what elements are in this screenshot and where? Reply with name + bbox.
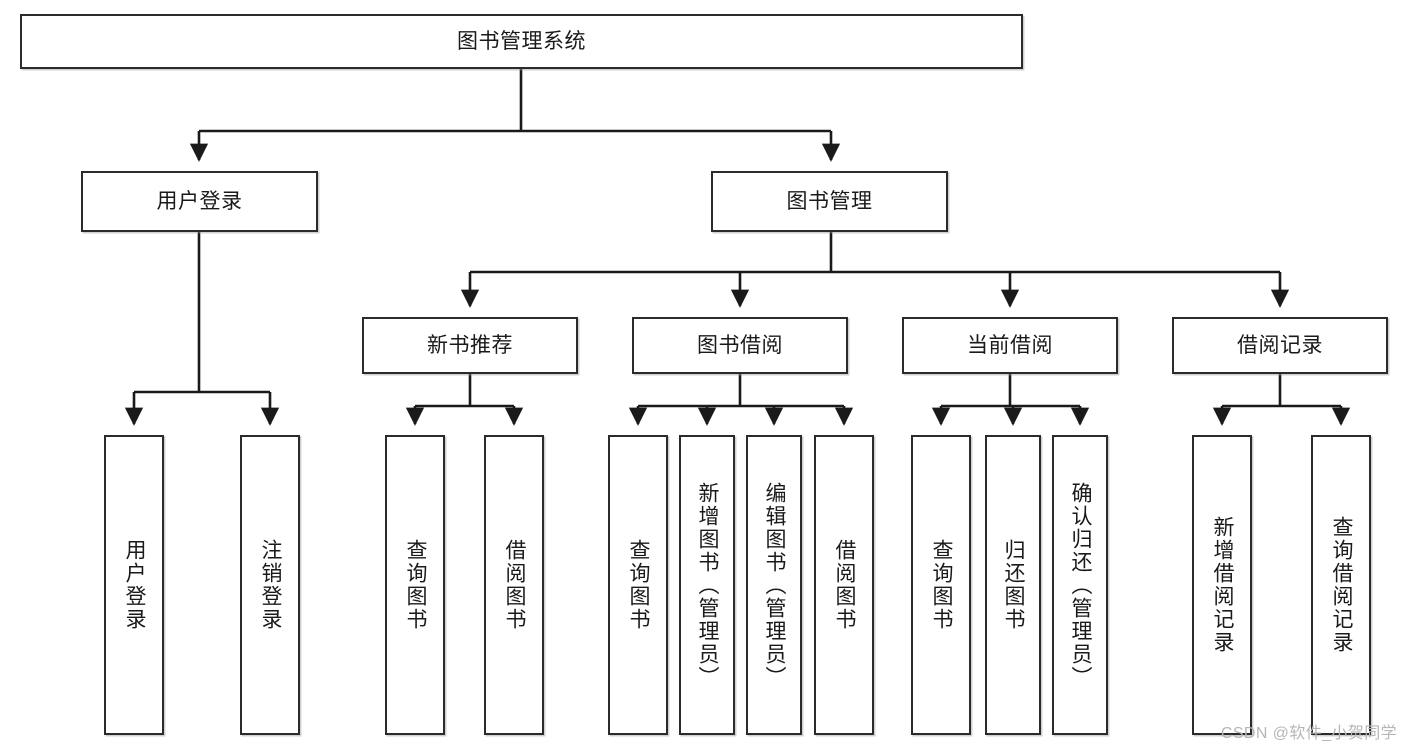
node-borrow-record[interactable]: 借阅记录 [1172, 317, 1388, 374]
node-leaf-borrow-book-2[interactable]: 借阅图书 [814, 435, 874, 735]
node-leaf-borrow-book-1[interactable]: 借阅图书 [484, 435, 544, 735]
node-leaf-add-book-label: 新增图书（管理员） [696, 481, 720, 689]
node-leaf-query-record-label: 查询借阅记录 [1330, 516, 1354, 654]
node-leaf-query-book-1-label: 查询图书 [404, 539, 428, 631]
node-leaf-return-book[interactable]: 归还图书 [985, 435, 1041, 735]
node-leaf-return-book-label: 归还图书 [1002, 539, 1026, 631]
node-leaf-user-login[interactable]: 用户登录 [104, 435, 164, 735]
node-leaf-borrow-book-2-label: 借阅图书 [833, 539, 857, 631]
node-leaf-user-login-label: 用户登录 [123, 539, 147, 631]
node-borrow-record-label: 借阅记录 [1237, 333, 1323, 357]
node-leaf-logout-label: 注销登录 [259, 539, 283, 631]
node-leaf-query-book-1[interactable]: 查询图书 [385, 435, 445, 735]
node-leaf-add-book[interactable]: 新增图书（管理员） [679, 435, 735, 735]
node-leaf-query-record[interactable]: 查询借阅记录 [1311, 435, 1371, 735]
node-user-login-label: 用户登录 [156, 189, 243, 213]
node-leaf-query-book-3-label: 查询图书 [930, 539, 954, 631]
node-user-login[interactable]: 用户登录 [81, 171, 318, 232]
node-leaf-edit-book-label: 编辑图书（管理员） [763, 481, 787, 689]
node-leaf-query-book-2-label: 查询图书 [627, 539, 651, 631]
node-leaf-edit-book[interactable]: 编辑图书（管理员） [746, 435, 802, 735]
node-book-borrow-label: 图书借阅 [697, 333, 783, 357]
node-new-book-rec-label: 新书推荐 [427, 333, 513, 357]
node-leaf-add-record-label: 新增借阅记录 [1211, 516, 1235, 654]
node-leaf-confirm-return[interactable]: 确认归还（管理员） [1052, 435, 1108, 735]
node-leaf-borrow-book-1-label: 借阅图书 [503, 539, 527, 631]
node-leaf-query-book-2[interactable]: 查询图书 [608, 435, 668, 735]
node-root-label: 图书管理系统 [457, 29, 586, 53]
node-leaf-confirm-return-label: 确认归还（管理员） [1069, 481, 1093, 689]
node-book-manage-label: 图书管理 [786, 189, 873, 213]
node-book-borrow[interactable]: 图书借阅 [632, 317, 848, 374]
node-current-borrow[interactable]: 当前借阅 [902, 317, 1118, 374]
node-leaf-query-book-3[interactable]: 查询图书 [911, 435, 971, 735]
csdn-watermark: CSDN @软件_小贺同学 [1220, 725, 1397, 742]
node-leaf-logout[interactable]: 注销登录 [240, 435, 300, 735]
node-current-borrow-label: 当前借阅 [967, 333, 1053, 357]
node-book-manage[interactable]: 图书管理 [711, 171, 948, 232]
node-leaf-add-record[interactable]: 新增借阅记录 [1192, 435, 1252, 735]
node-root[interactable]: 图书管理系统 [20, 14, 1023, 69]
node-new-book-rec[interactable]: 新书推荐 [362, 317, 578, 374]
